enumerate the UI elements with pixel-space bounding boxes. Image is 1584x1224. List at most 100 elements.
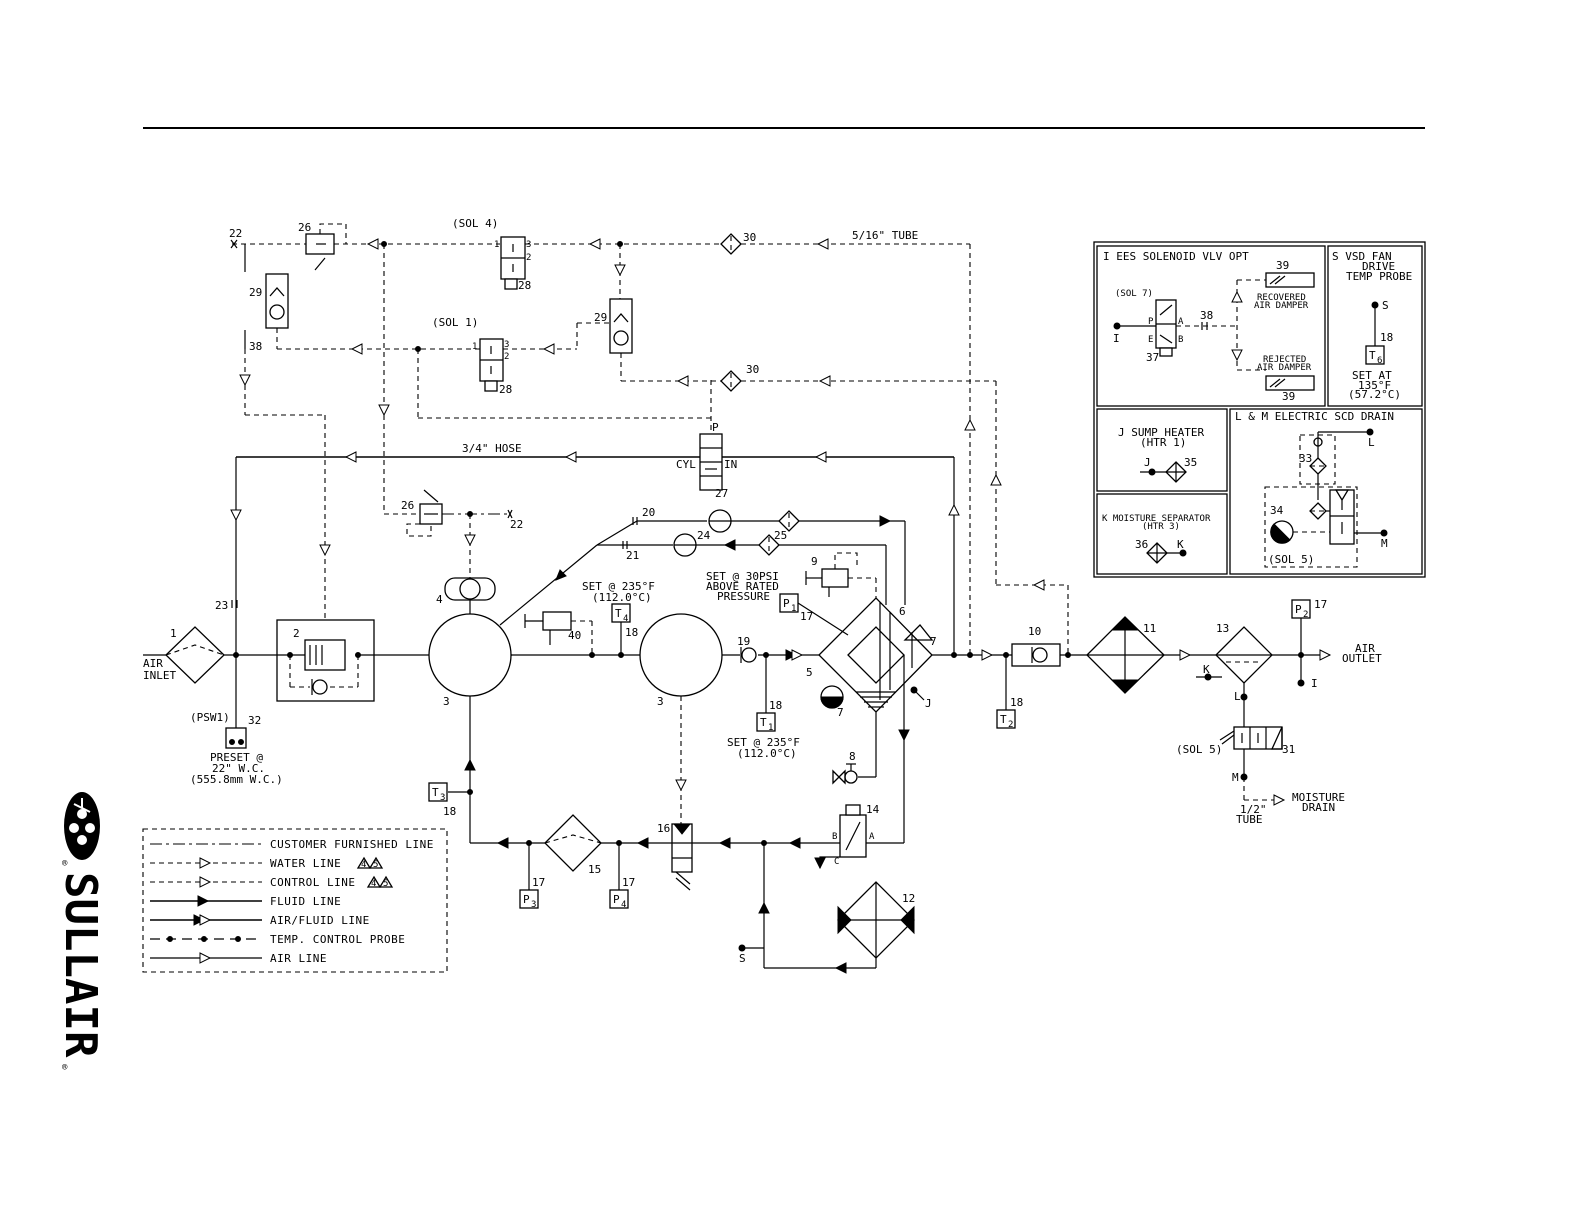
- svg-text:(PSW1): (PSW1): [190, 711, 230, 724]
- control-hose-27: 3/4" HOSE 23 P CYL IN 27: [215, 380, 960, 655]
- svg-text:(112.0°C): (112.0°C): [592, 591, 652, 604]
- svg-text:26: 26: [298, 221, 311, 234]
- svg-text:K: K: [1203, 663, 1210, 676]
- svg-text:(57.2°C): (57.2°C): [1348, 388, 1401, 401]
- svg-text:CYL: CYL: [676, 458, 696, 471]
- svg-text:2: 2: [1303, 610, 1308, 620]
- sump-tank-right: 3: [639, 613, 723, 708]
- item-4-valve: 4: [436, 514, 496, 614]
- svg-text:17: 17: [532, 876, 545, 889]
- svg-text:OUTLET: OUTLET: [1342, 652, 1382, 665]
- svg-text:1: 1: [170, 627, 177, 640]
- svg-text:T: T: [615, 607, 622, 620]
- svg-text:22: 22: [229, 227, 242, 240]
- svg-text:P: P: [613, 893, 620, 906]
- svg-text:18: 18: [1010, 696, 1023, 709]
- svg-text:4: 4: [436, 593, 443, 606]
- svg-text:TEMP PROBE: TEMP PROBE: [1346, 270, 1412, 283]
- svg-text:19: 19: [737, 635, 750, 648]
- svg-text:5: 5: [373, 860, 378, 870]
- svg-text:36: 36: [1135, 538, 1148, 551]
- svg-text:I EES SOLENOID VLV OPT: I EES SOLENOID VLV OPT: [1103, 250, 1249, 263]
- svg-text:DRAIN: DRAIN: [1302, 801, 1335, 814]
- svg-text:18: 18: [625, 626, 638, 639]
- svg-text:14: 14: [866, 803, 880, 816]
- svg-text:SET @ 235°F: SET @ 235°F: [727, 736, 800, 749]
- svg-text:37: 37: [1146, 351, 1159, 364]
- svg-text:I: I: [1311, 677, 1318, 690]
- svg-text:C: C: [834, 857, 839, 867]
- svg-text:1: 1: [768, 723, 773, 733]
- svg-text:22: 22: [510, 518, 523, 531]
- svg-text:AIR DAMPER: AIR DAMPER: [1257, 363, 1312, 373]
- svg-text:(SOL 5): (SOL 5): [1176, 743, 1222, 756]
- svg-text:4: 4: [371, 879, 376, 889]
- svg-text:2: 2: [526, 253, 531, 263]
- svg-text:17: 17: [622, 876, 635, 889]
- svg-text:16: 16: [657, 822, 670, 835]
- line-legend: CUSTOMER FURNISHED LINE WATER LINE 4 5 C…: [142, 828, 448, 973]
- drain-valve-10: 8: [832, 750, 876, 785]
- svg-text:T: T: [432, 786, 439, 799]
- svg-text:CONTROL LINE: CONTROL LINE: [270, 876, 355, 889]
- svg-text:(SOL 7): (SOL 7): [1115, 289, 1153, 299]
- air-inlet-filter: AIR INLET 1: [143, 626, 225, 684]
- svg-text:22" W.C.: 22" W.C.: [212, 762, 265, 775]
- svg-text:24: 24: [697, 529, 711, 542]
- option-i-ees-solenoid: I EES SOLENOID VLV OPT (SOL 7) P A E B I…: [1103, 250, 1315, 403]
- svg-text:23: 23: [215, 599, 228, 612]
- svg-text:(SOL 1): (SOL 1): [432, 316, 478, 329]
- svg-text:7: 7: [837, 706, 844, 719]
- svg-text:7: 7: [930, 635, 937, 648]
- svg-text:ABOVE RATED: ABOVE RATED: [706, 580, 779, 593]
- svg-text:28: 28: [499, 383, 512, 396]
- svg-text:10: 10: [1028, 625, 1041, 638]
- check-valve-11: 10: [1011, 625, 1061, 667]
- svg-text:T: T: [1369, 349, 1376, 362]
- drain-solenoid-31: (SOL 5) 31 M MOISTURE DRAIN 1/2" TUBE: [1176, 726, 1345, 826]
- svg-text:28: 28: [518, 279, 531, 292]
- level-gauge-9: 7: [820, 685, 844, 719]
- svg-text:33: 33: [1299, 452, 1312, 465]
- svg-text:20: 20: [642, 506, 655, 519]
- svg-text:18: 18: [1380, 331, 1393, 344]
- svg-text:38: 38: [1200, 309, 1213, 322]
- svg-text:(SOL 5): (SOL 5): [1268, 553, 1314, 566]
- option-panel: [1093, 241, 1426, 578]
- svg-text:J: J: [925, 697, 932, 710]
- svg-text:21: 21: [626, 549, 639, 562]
- sensor-t4: T 4 18 SET @ 235°F (112.0°C): [582, 580, 655, 655]
- svg-text:M: M: [1232, 771, 1239, 784]
- svg-text:30: 30: [743, 231, 756, 244]
- svg-text:P: P: [523, 893, 530, 906]
- sensor-t1: T 1 18 SET @ 235°F (112.0°C): [727, 655, 800, 760]
- svg-text:SET AT: SET AT: [1352, 369, 1392, 382]
- svg-text:AIR: AIR: [1355, 642, 1375, 655]
- svg-text:40: 40: [568, 629, 581, 642]
- svg-text:3: 3: [531, 900, 536, 910]
- svg-text:26: 26: [401, 499, 414, 512]
- svg-text:135°F: 135°F: [1358, 379, 1391, 392]
- svg-text:6: 6: [899, 605, 906, 618]
- svg-text:11: 11: [1143, 622, 1156, 635]
- svg-text:SET @ 30PSI: SET @ 30PSI: [706, 570, 779, 583]
- svg-text:SET @ 235°F: SET @ 235°F: [582, 580, 655, 593]
- oil-return-lines: 20 21 24 25: [499, 506, 906, 626]
- svg-text:1: 1: [791, 604, 796, 614]
- svg-text:P: P: [712, 421, 719, 434]
- inlet-valve: 2: [276, 619, 375, 702]
- svg-text:8: 8: [849, 750, 856, 763]
- svg-text:T: T: [1000, 713, 1007, 726]
- sensor-p1: P 1 17: [779, 593, 849, 636]
- svg-text:L: L: [1234, 690, 1241, 703]
- svg-text:J SUMP HEATER: J SUMP HEATER: [1118, 426, 1204, 439]
- svg-text:31: 31: [1282, 743, 1295, 756]
- svg-text:39: 39: [1276, 259, 1289, 272]
- svg-text:CUSTOMER FURNISHED LINE: CUSTOMER FURNISHED LINE: [270, 838, 434, 851]
- svg-text:(112.0°C): (112.0°C): [737, 747, 797, 760]
- svg-text:4: 4: [621, 900, 626, 910]
- svg-text:18: 18: [443, 805, 456, 818]
- svg-text:5/16" TUBE: 5/16" TUBE: [852, 229, 918, 242]
- option-s-vsd-probe: S VSD FAN DRIVE TEMP PROBE S 18 T 6 SET …: [1332, 250, 1412, 401]
